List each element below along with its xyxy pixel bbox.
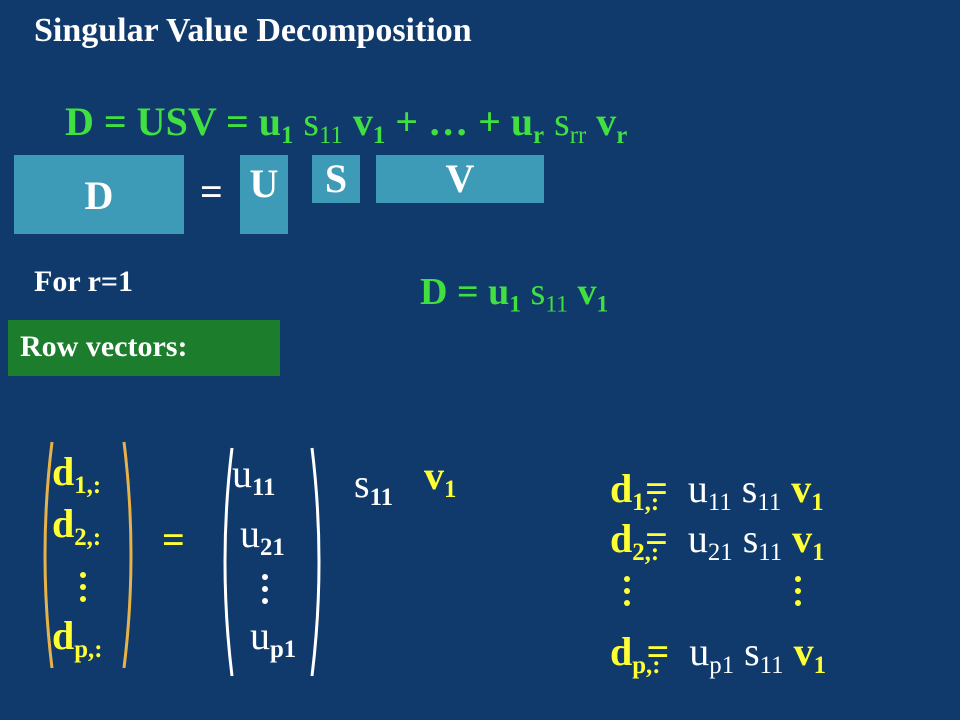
eq-u1-sub: 1 bbox=[281, 121, 294, 149]
u-bracket-open bbox=[223, 447, 234, 677]
row-vectors-label: Row vectors: bbox=[20, 330, 188, 363]
right-row-2: d2,:= u21 s11 v1 bbox=[610, 516, 825, 566]
row-vectors-box bbox=[8, 320, 280, 376]
u-vdots bbox=[262, 574, 270, 610]
block-equals: = bbox=[200, 169, 223, 214]
right-row-p: dp,:= up1 s11 v1 bbox=[610, 629, 826, 679]
u-21: u21 bbox=[240, 511, 285, 561]
rank1-s: s11 bbox=[530, 271, 568, 318]
eq-vr: vr bbox=[596, 99, 628, 149]
block-s bbox=[312, 155, 360, 203]
u-bracket-close bbox=[310, 447, 321, 677]
eq-s11: s11 bbox=[303, 99, 343, 149]
for-r-label: For r=1 bbox=[34, 265, 134, 298]
v1-term: v1 bbox=[424, 453, 457, 503]
left-d2: d2,: bbox=[52, 501, 102, 551]
rank1-equation: D = u1 s11 v1 bbox=[420, 271, 609, 318]
s11-term: s11 bbox=[354, 461, 394, 511]
right-d-vdots bbox=[624, 576, 632, 612]
block-u-label: U bbox=[249, 161, 279, 206]
eq-v1: v1 bbox=[352, 99, 386, 149]
eq-srr: srr bbox=[554, 99, 587, 149]
left-bracket-close bbox=[122, 441, 133, 669]
left-dp: dp,: bbox=[52, 613, 103, 663]
rank1-v: v1 bbox=[577, 271, 609, 318]
u-11: u11 bbox=[232, 451, 276, 501]
block-v bbox=[376, 155, 544, 203]
eq-mid: + … + u bbox=[395, 99, 534, 144]
right-v-vdots bbox=[795, 576, 803, 612]
block-d-label: D bbox=[84, 173, 114, 218]
vector-equals: = bbox=[162, 517, 185, 562]
block-s-label: S bbox=[324, 156, 348, 201]
eq-ur-sub: r bbox=[533, 121, 545, 149]
left-d1: d1,: bbox=[52, 449, 102, 499]
block-v-label: V bbox=[445, 156, 475, 201]
u-p1: up1 bbox=[250, 613, 297, 663]
left-bracket-open bbox=[43, 441, 54, 669]
eq-lhs: D = USV = u bbox=[65, 99, 282, 144]
svd-equation: D = USV = u1 s11 v1 + … + ur srr vr bbox=[65, 98, 628, 149]
block-d bbox=[14, 155, 184, 234]
rank1-lhs: D = u bbox=[420, 271, 510, 313]
right-row-1: d1,:= u11 s11 v1 bbox=[610, 466, 824, 516]
slide-title: Singular Value Decomposition bbox=[34, 12, 472, 49]
block-u bbox=[240, 155, 288, 234]
left-vdots bbox=[80, 572, 88, 608]
